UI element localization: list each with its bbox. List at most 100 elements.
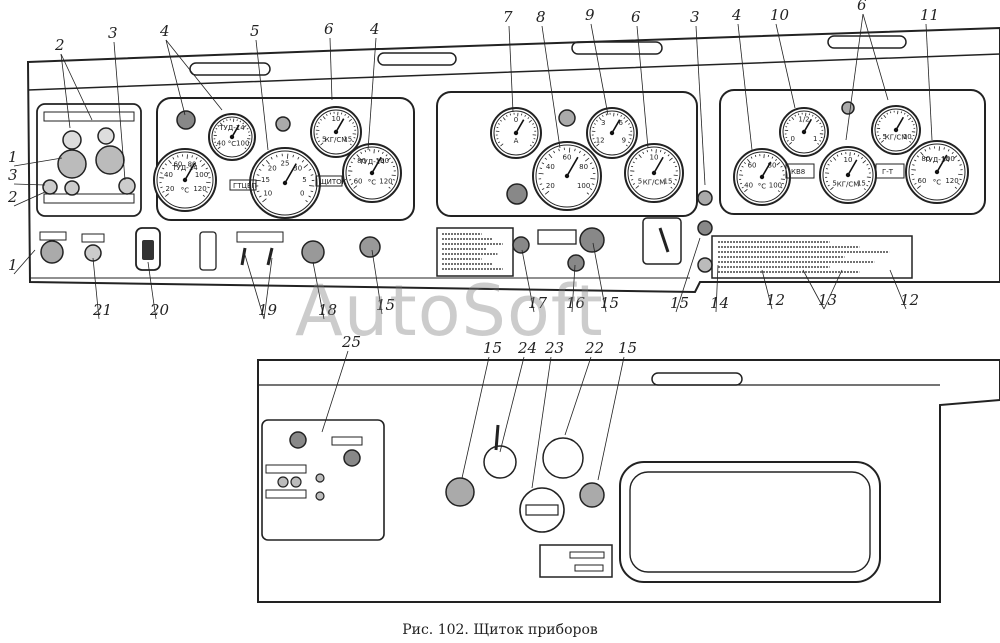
gauge-tick	[669, 157, 673, 161]
gauge-tick-label: 5	[322, 135, 326, 143]
callout-1: 1	[8, 148, 63, 167]
gauge-tick	[353, 157, 356, 160]
gauge-face	[782, 110, 826, 154]
gauge-tick	[903, 112, 906, 115]
gauge-unit: КГ/СМ	[643, 179, 666, 187]
callout-number: 6	[857, 0, 867, 14]
gauge-tick	[886, 112, 889, 115]
gauge-tick	[387, 157, 391, 161]
gauge-hub	[369, 170, 375, 176]
gauge-needle	[371, 156, 382, 174]
gauge-fuel: 01/21	[779, 107, 829, 157]
gauge-tick	[747, 159, 751, 163]
gauge-tick	[629, 126, 632, 129]
callout-3: 3	[690, 8, 706, 186]
callout-leader	[845, 13, 864, 141]
gauge-needle	[936, 154, 948, 173]
gauge-tick	[625, 144, 628, 147]
callout-leader	[737, 23, 753, 151]
gauge-tick	[388, 186, 391, 189]
gauge-needle	[761, 161, 772, 178]
gauge-tick	[498, 141, 500, 144]
gauge-tick	[541, 162, 545, 165]
callout-leader	[321, 350, 349, 433]
callout-9: 9	[585, 6, 609, 116]
gauge-tick	[215, 128, 218, 130]
tube-indicator	[199, 231, 217, 271]
gauge-tick	[754, 154, 757, 158]
callout-number: 22	[584, 339, 604, 357]
gauge-tick	[861, 157, 863, 160]
gauge-unit: °C	[758, 182, 767, 190]
left-knob-4	[64, 180, 80, 196]
gauge-face	[313, 109, 359, 155]
callout-25: 25	[321, 333, 361, 433]
callout-12: 12	[889, 269, 919, 310]
gauge-tick	[674, 179, 677, 181]
lower-gauge-23-window	[525, 504, 559, 516]
callout-number: 5	[250, 22, 260, 40]
gauge-tick	[205, 190, 208, 193]
gauge-unit: °C	[933, 179, 942, 187]
label-box-1-text: ГТЦЕП	[233, 182, 257, 190]
gauge-tick	[912, 134, 915, 137]
indicator-lamp-1	[176, 110, 196, 130]
callout-15: 15	[461, 339, 502, 479]
callout-leader	[802, 269, 825, 310]
gauge-tick	[578, 150, 581, 154]
knob-16	[567, 254, 585, 272]
left-knob-big-1	[57, 149, 87, 179]
callout-leader	[113, 41, 126, 181]
gauge-hub	[801, 129, 807, 135]
callout-leader	[244, 254, 265, 320]
callout-leader	[60, 53, 93, 121]
gauge-tick-label: 20	[546, 182, 555, 190]
gauge-tick	[350, 183, 354, 185]
callout-leader	[541, 25, 561, 149]
gauge-tick	[349, 143, 352, 146]
gauge-needle	[653, 156, 664, 174]
gauge-tick	[744, 188, 748, 193]
gauge-tick	[911, 138, 914, 140]
gauge-tick	[258, 195, 262, 198]
gauge-tick	[164, 163, 168, 166]
gauge-face	[252, 150, 318, 216]
gauge-tick	[541, 188, 545, 191]
callout-number: 21	[92, 301, 112, 319]
gauge-tick	[788, 119, 791, 122]
gauge-unit: КГ/СМ	[837, 180, 860, 188]
gauge-tick-label: 80	[579, 163, 588, 171]
callout-21: 21	[92, 257, 112, 320]
gauge-tick	[341, 112, 343, 115]
gauge-tick-label: 40	[217, 140, 226, 148]
indicator-lamp-2	[275, 116, 291, 132]
gauge-tick-label: 100	[195, 171, 208, 179]
label-box-3-text: КВ8	[791, 168, 805, 176]
left-knob-1	[62, 130, 82, 150]
lower-plate-bar-1	[569, 551, 605, 559]
gauge-tick	[539, 167, 543, 169]
gauge-hub	[934, 169, 940, 175]
gauge-tick-label: 40	[744, 181, 753, 189]
gauge-tick	[390, 183, 394, 185]
gauge-tick	[781, 182, 785, 185]
gauge-tick	[598, 117, 602, 121]
callout-17: 17	[521, 249, 548, 313]
gauge-tick	[316, 137, 319, 139]
callout-number: 12	[766, 291, 785, 309]
gauge-tick-label: 40	[164, 171, 173, 179]
gauge-tick	[222, 120, 225, 123]
gauge-tick-label: 120	[945, 177, 958, 185]
callout-2: 2	[7, 188, 46, 207]
knob-15-mid	[579, 227, 605, 253]
gauge-needle	[231, 124, 240, 138]
gauge-tick	[172, 157, 175, 160]
gauge-tick	[392, 165, 396, 168]
gauge-tick	[544, 190, 550, 195]
